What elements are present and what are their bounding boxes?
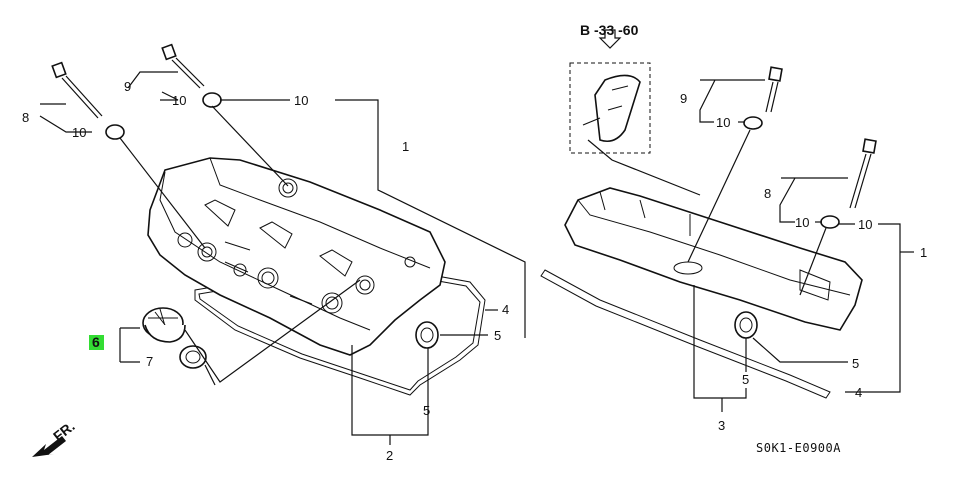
callout-right-bolt-9[interactable]: 9 bbox=[680, 91, 687, 106]
oil-cap-gasket bbox=[179, 345, 207, 369]
right-seal bbox=[734, 311, 758, 339]
callout-right-washer-10[interactable]: 10 bbox=[716, 115, 730, 130]
callout-left-washer-10[interactable]: 10 bbox=[172, 93, 186, 108]
callout-left-assembly-2[interactable]: 2 bbox=[386, 448, 393, 463]
right-valve-cover bbox=[564, 187, 863, 331]
left-gasket bbox=[194, 261, 486, 396]
breather-detail-box bbox=[569, 62, 651, 154]
right-cover-assembly bbox=[540, 29, 914, 412]
callout-right-assembly-3[interactable]: 3 bbox=[718, 418, 725, 433]
left-seal bbox=[415, 321, 439, 349]
right-gasket bbox=[540, 269, 831, 399]
callout-left-bolt-9[interactable]: 9 bbox=[124, 79, 131, 94]
highlight-box bbox=[89, 335, 104, 350]
callout-right-gasket-4[interactable]: 4 bbox=[855, 385, 862, 400]
callout-oil-cap-6[interactable]: 6 bbox=[92, 334, 100, 350]
left-cover-assembly bbox=[39, 43, 526, 445]
right-bolt-9 bbox=[743, 66, 783, 130]
callout-left-washer-10c[interactable]: 10 bbox=[72, 125, 86, 140]
callout-left-seal-5[interactable]: 5 bbox=[494, 328, 501, 343]
callout-left-bolt-8[interactable]: 8 bbox=[22, 110, 29, 125]
callout-oil-cap-gasket-7[interactable]: 7 bbox=[146, 354, 153, 369]
left-bolt-8 bbox=[51, 61, 125, 140]
callout-right-seal-5b[interactable]: 5 bbox=[742, 372, 749, 387]
callout-right-bolt-8[interactable]: 8 bbox=[764, 186, 771, 201]
reference-label[interactable]: B -33 -60 bbox=[580, 22, 639, 38]
callout-left-seal-5b[interactable]: 5 bbox=[423, 403, 430, 418]
diagram-code: S0K1-E0900A bbox=[756, 441, 841, 455]
callout-left-washer-10b[interactable]: 10 bbox=[294, 93, 308, 108]
callout-left-cover-1[interactable]: 1 bbox=[402, 139, 409, 154]
callout-right-washer-10b[interactable]: 10 bbox=[795, 215, 809, 230]
callout-right-cover-1[interactable]: 1 bbox=[920, 245, 927, 260]
front-direction-arrow bbox=[32, 436, 66, 457]
oil-filler-cap bbox=[142, 307, 186, 343]
left-valve-cover bbox=[147, 157, 446, 356]
callout-right-washer-10c[interactable]: 10 bbox=[858, 217, 872, 232]
fr-label: FR. bbox=[50, 418, 78, 444]
right-bolt-8 bbox=[820, 138, 877, 229]
callout-right-seal-5[interactable]: 5 bbox=[852, 356, 859, 371]
callout-left-gasket-4[interactable]: 4 bbox=[502, 302, 509, 317]
